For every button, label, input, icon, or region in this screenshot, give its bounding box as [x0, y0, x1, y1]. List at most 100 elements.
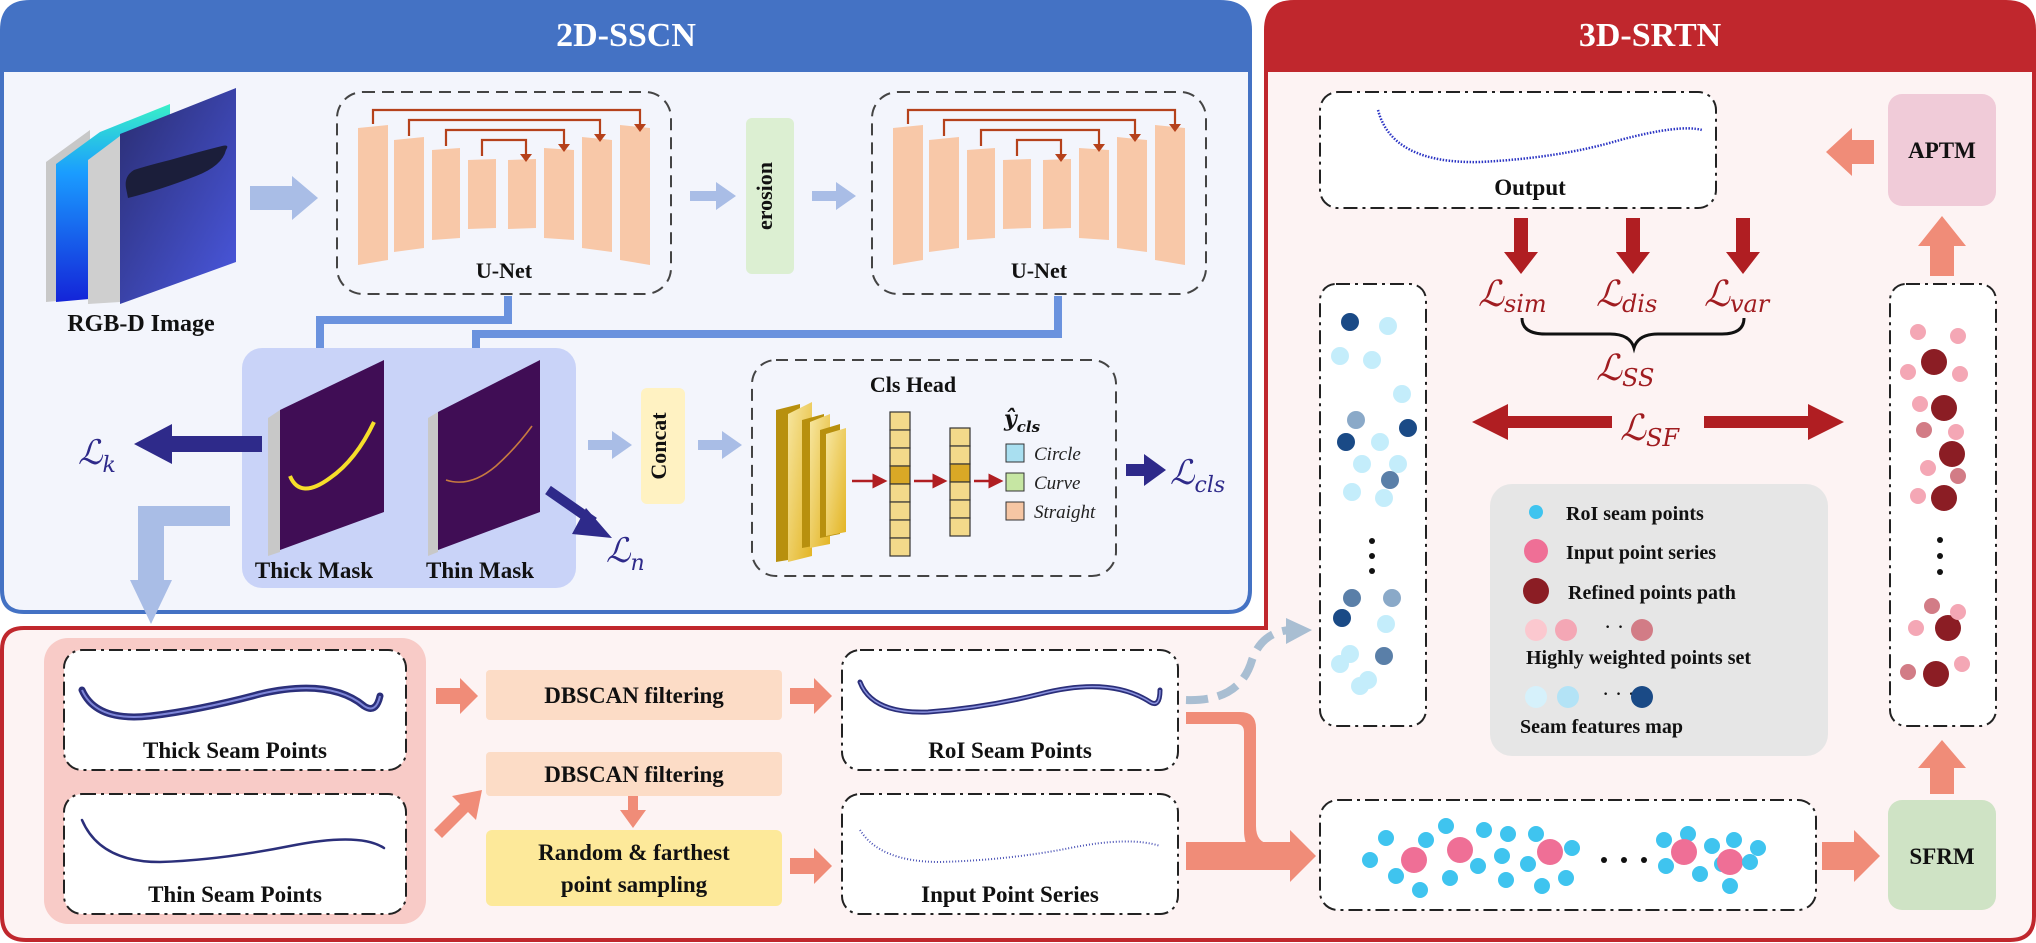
roi-seam-points-label: RoI Seam Points: [928, 738, 1092, 763]
dbscan-1-label: DBSCAN filtering: [544, 683, 724, 708]
loss-lvar: ℒvar: [1704, 274, 1771, 318]
loss-lvar-sub: var: [1730, 290, 1771, 318]
lk-arrow: [134, 424, 262, 464]
loss-lsim-sub: sim: [1504, 290, 1547, 318]
lsf-double-arrow: [1472, 404, 1844, 440]
refined-to-aptm-arrow: [1918, 216, 1966, 276]
unet-1-label: U-Net: [476, 258, 533, 283]
mask-to-concat-arrow: [588, 431, 632, 459]
sampling-label-line2: point sampling: [561, 872, 708, 897]
cls-head-label: Cls Head: [870, 372, 956, 397]
thin-mask-label: Thin Mask: [426, 558, 534, 583]
unet-2-label: U-Net: [1011, 258, 1068, 283]
thick-mask-label: Thick Mask: [255, 558, 373, 583]
unet1-to-erosion-arrow: [690, 182, 736, 210]
legend-highly-weighted-points: Highly weighted points set: [1526, 647, 1751, 669]
class-straight-label: Straight: [1034, 502, 1096, 523]
panel-title-3d-srtn: 3D-SRTN: [1579, 17, 1722, 54]
masks-block: Thick Mask Thin Mask: [242, 348, 576, 588]
loss-lsf-sym: ℒ: [1620, 408, 1647, 449]
loss-lsim-sym: ℒ: [1478, 274, 1505, 315]
loss-lsf-sub: SF: [1646, 424, 1680, 452]
seam-features-map-column: [1319, 283, 1427, 727]
legend-input-point-series: Input point series: [1566, 542, 1716, 564]
dbscan-filter-2: DBSCAN filtering: [486, 752, 782, 796]
output-label: Output: [1494, 175, 1566, 200]
loss-lss-sym: ℒ: [1596, 348, 1623, 389]
loss-ln: ℒn: [606, 531, 645, 576]
loss-ln-sub: n: [631, 551, 645, 576]
lcls-arrow: [1126, 454, 1166, 486]
loss-lcls: ℒcls: [1170, 453, 1225, 498]
cls-output-sub: cls: [1017, 418, 1041, 436]
rgbd-image-label: RGB-D Image: [67, 311, 215, 337]
bottom-salmon-arrows: [434, 678, 832, 884]
erosion-label: erosion: [752, 162, 777, 230]
erosion-to-unet2-arrow: [812, 182, 856, 210]
loss-lvar-sym: ℒ: [1704, 274, 1731, 315]
erosion-block: erosion: [746, 118, 794, 274]
loss-lk-sub: k: [103, 453, 116, 478]
cls-head-conv-layers: [776, 402, 846, 562]
cloud-points: [1362, 818, 1766, 898]
cls-head-block: Cls Head ŷcls Circle Curve: [751, 359, 1117, 577]
sfrm-block: SFRM: [1888, 800, 1996, 910]
legend-ellipsis-1: · · ·: [1604, 614, 1637, 639]
aptm-label: APTM: [1908, 138, 1976, 163]
loss-ldis-sym: ℒ: [1596, 274, 1623, 315]
sfrm-to-refined-arrow: [1918, 740, 1966, 794]
aptm-block: APTM: [1888, 94, 1996, 206]
panel-title-2d-sscn: 2D-SSCN: [556, 17, 696, 54]
legend-ellipsis-2: · · ·: [1602, 681, 1635, 706]
loss-lk-sym: ℒ: [78, 433, 104, 473]
cloud-to-sfrm-arrow: [1822, 830, 1880, 882]
thin-seam-points-label: Thin Seam Points: [148, 882, 322, 907]
sampling-label-line1: Random & farthest: [538, 840, 730, 865]
aptm-to-output-arrow: [1826, 128, 1874, 176]
sfrm-label: SFRM: [1909, 844, 1974, 869]
unet-2-block: U-Net: [871, 91, 1207, 295]
class-curve-label: Curve: [1034, 473, 1080, 494]
input-point-series-box: Input Point Series: [841, 793, 1179, 915]
loss-arrows-down: [1504, 218, 1760, 274]
cls-class-list: Circle Curve Straight: [1005, 443, 1096, 523]
roi-to-feature-map-arrow: [1185, 618, 1312, 705]
legend-refined-points-path: Refined points path: [1568, 582, 1736, 604]
loss-ldis: ℒdis: [1596, 274, 1657, 318]
point-cloud-row: [1319, 799, 1817, 911]
feature-points: [1331, 313, 1417, 695]
dbscan-filter-1: DBSCAN filtering: [486, 670, 782, 720]
class-circle-label: Circle: [1034, 444, 1081, 465]
legend-seam-features-map: Seam features map: [1520, 716, 1683, 738]
cls-output-symbol: ŷ: [1003, 406, 1019, 432]
roi-seam-points-box: RoI Seam Points: [841, 649, 1179, 771]
loss-lsim: ℒsim: [1478, 274, 1547, 318]
loss-ln-sym: ℒ: [606, 531, 632, 571]
output-box: Output: [1319, 91, 1717, 209]
masks-to-seam-points-arrow: [130, 506, 230, 624]
ln-arrow: [545, 485, 612, 538]
concat-block: Concat: [641, 388, 685, 504]
loss-ldis-sub: dis: [1622, 290, 1657, 318]
random-farthest-sampling: Random & farthest point sampling: [486, 830, 782, 906]
loss-lcls-sym: ℒ: [1170, 453, 1196, 493]
refined-points: [1900, 324, 1970, 687]
refined-points-column: [1889, 283, 1997, 727]
loss-lss: ℒSS: [1596, 348, 1654, 392]
loss-lsf: ℒSF: [1620, 408, 1680, 452]
loss-lk: ℒk: [78, 433, 116, 478]
cls-head-fc-2: [949, 427, 971, 537]
concat-to-clshead-arrow: [698, 431, 742, 459]
unet-1-block: U-Net: [336, 91, 672, 295]
dbscan-2-label: DBSCAN filtering: [544, 762, 724, 787]
roi-to-point-cloud-arrow: [1186, 712, 1316, 882]
loss-brace: [1520, 317, 1746, 354]
rgbd-to-unet-arrow: [250, 176, 318, 220]
loss-lss-sub: SS: [1622, 364, 1654, 392]
input-point-series-label: Input Point Series: [921, 882, 1099, 907]
cls-output-label: ŷcls: [1003, 406, 1041, 436]
thick-seam-points-label: Thick Seam Points: [143, 738, 327, 763]
legend-roi-seam-points: RoI seam points: [1566, 503, 1704, 525]
loss-lcls-sub: cls: [1195, 473, 1226, 498]
